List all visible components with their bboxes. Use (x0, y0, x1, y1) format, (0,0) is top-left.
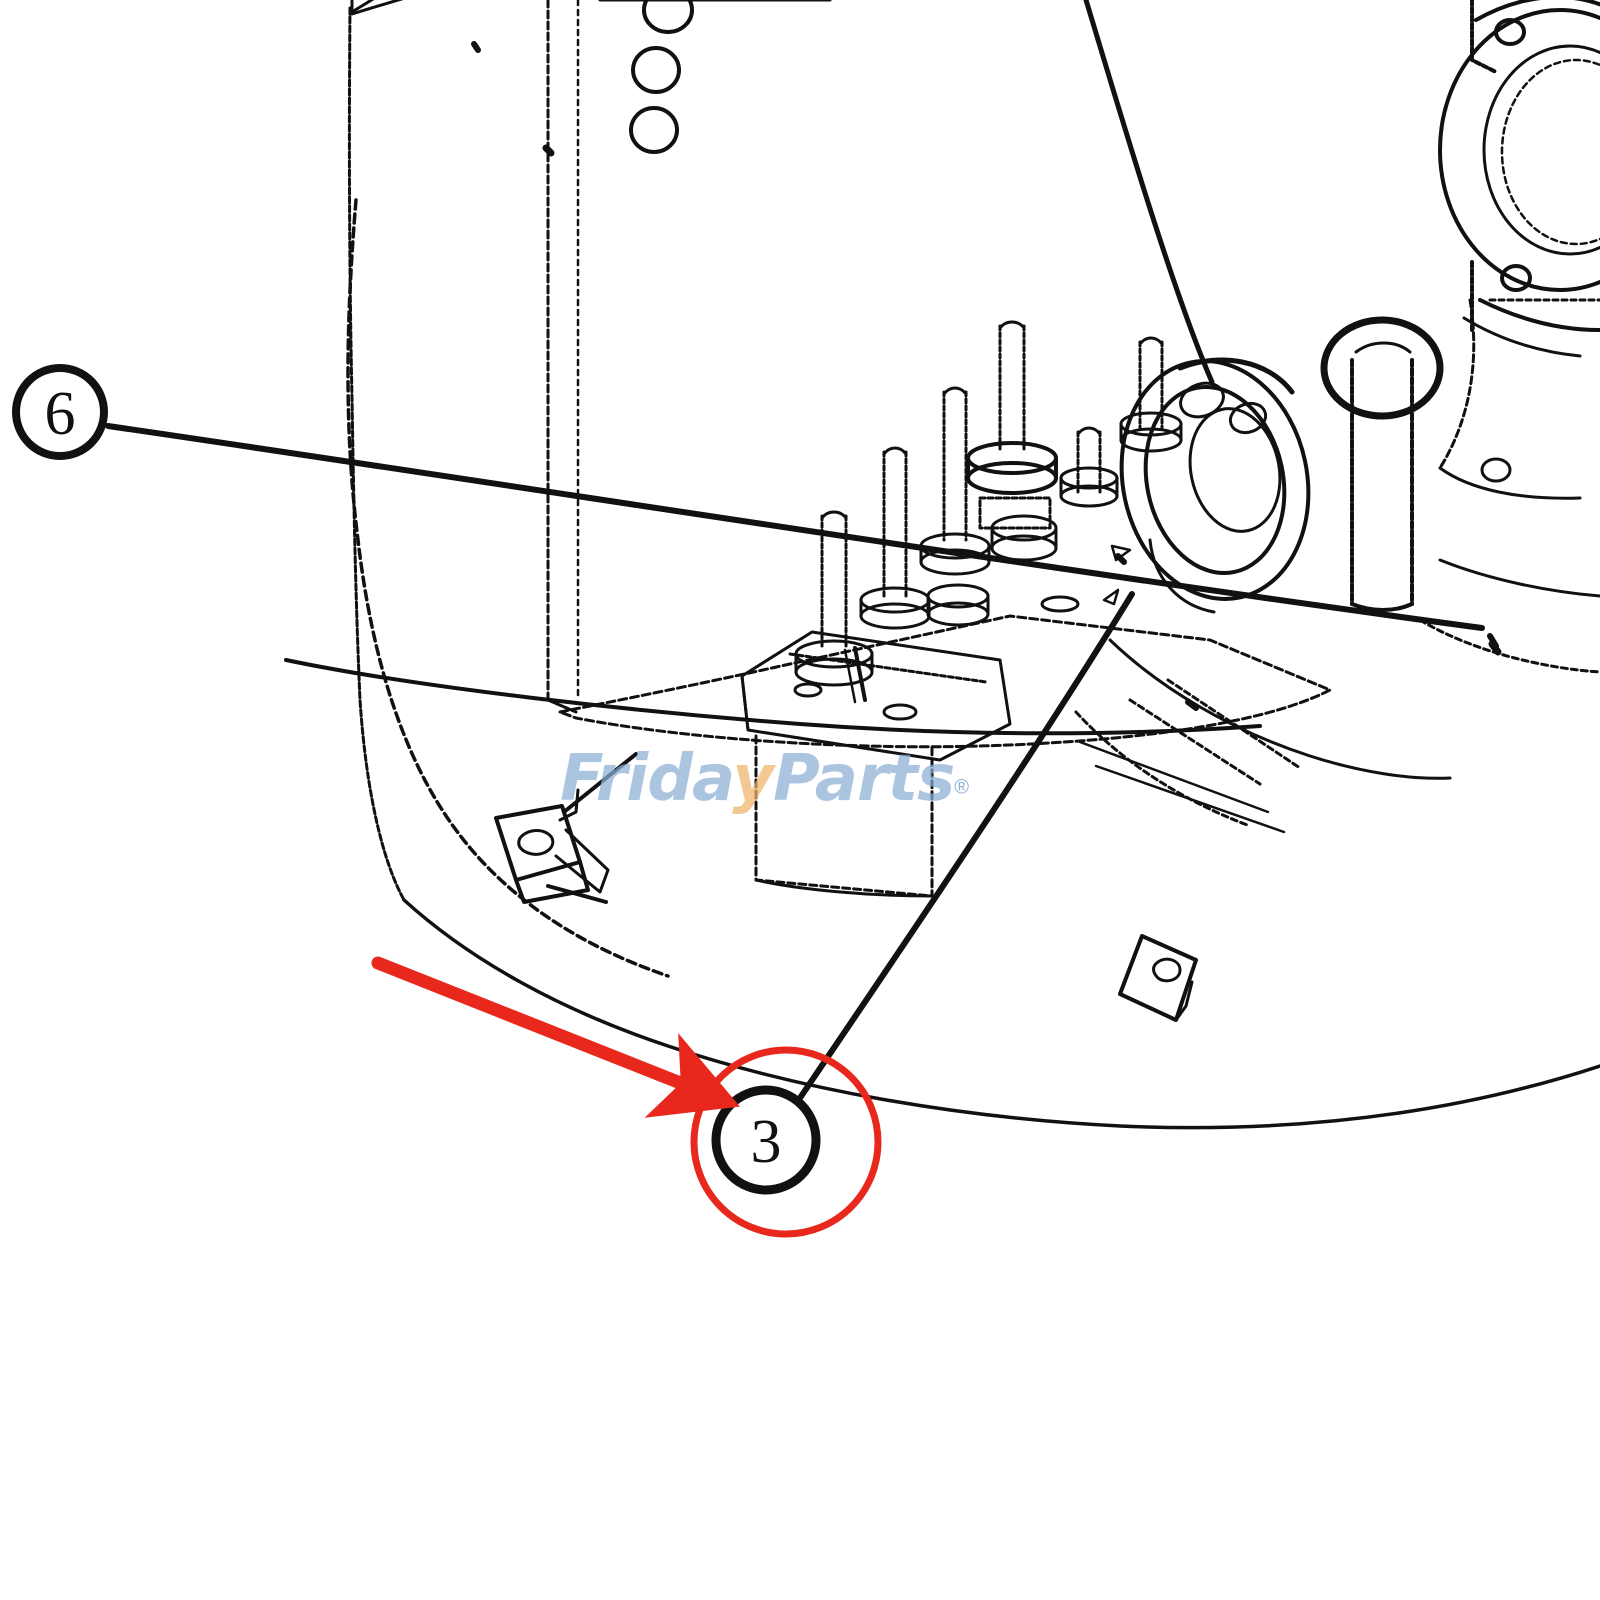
nut-e (990, 514, 1058, 562)
panel-hole-1 (642, 0, 694, 34)
panel-small-mark-1 (471, 41, 481, 53)
mounting-tab-left (494, 752, 638, 904)
detail-mark-3 (1185, 699, 1199, 711)
flange-ring (1119, 357, 1311, 614)
detail-mark-1 (1115, 553, 1127, 565)
panel-hole-3 (629, 106, 679, 154)
body-left-curve (346, 198, 670, 978)
body-lower-arc (402, 898, 1600, 1130)
stud-d (966, 320, 1058, 530)
leader-line-3 (797, 591, 1135, 1101)
upper-body-slope (350, 0, 404, 16)
stud-c (919, 386, 991, 627)
red-annotation-arrow (371, 956, 740, 1118)
body-shelf-line (284, 658, 1262, 736)
hardware-mark-2 (1110, 544, 1132, 562)
mounting-tab-right (1118, 934, 1198, 1022)
panel-hole-2 (631, 46, 681, 94)
boss-hole-bottom (1500, 264, 1532, 292)
leader-line-top (1083, 0, 1215, 385)
cylindrical-pin (1320, 316, 1444, 612)
right-housing-bore (1438, 0, 1600, 358)
leader-line-6 (105, 423, 1485, 631)
callout-6-circle (12, 364, 108, 460)
mid-right-cover (1074, 638, 1452, 834)
red-highlight-circle (690, 1046, 882, 1238)
lower-block (754, 734, 934, 898)
stud-cluster (794, 320, 1183, 687)
callout-6[interactable]: 6 (12, 364, 108, 460)
callout-3-circle (711, 1085, 821, 1195)
machine-housing-outline (284, 0, 1600, 1130)
left-panel-left-edge (347, 6, 406, 902)
detail-mark-2 (1488, 640, 1502, 656)
callout-3-label: 3 (751, 1108, 782, 1176)
callout-3[interactable]: 3 (711, 1085, 821, 1195)
hardware-mark-1 (1102, 588, 1120, 606)
boss-hole-top (1494, 18, 1526, 46)
left-panel-edge (350, 0, 375, 14)
leader-lines (105, 0, 1485, 1101)
callout-6-label: 6 (45, 380, 76, 448)
deck-top-surface (558, 614, 1332, 749)
stud-f (1059, 426, 1119, 508)
washer-1 (1040, 595, 1080, 613)
panel-small-mark-2 (542, 144, 555, 157)
